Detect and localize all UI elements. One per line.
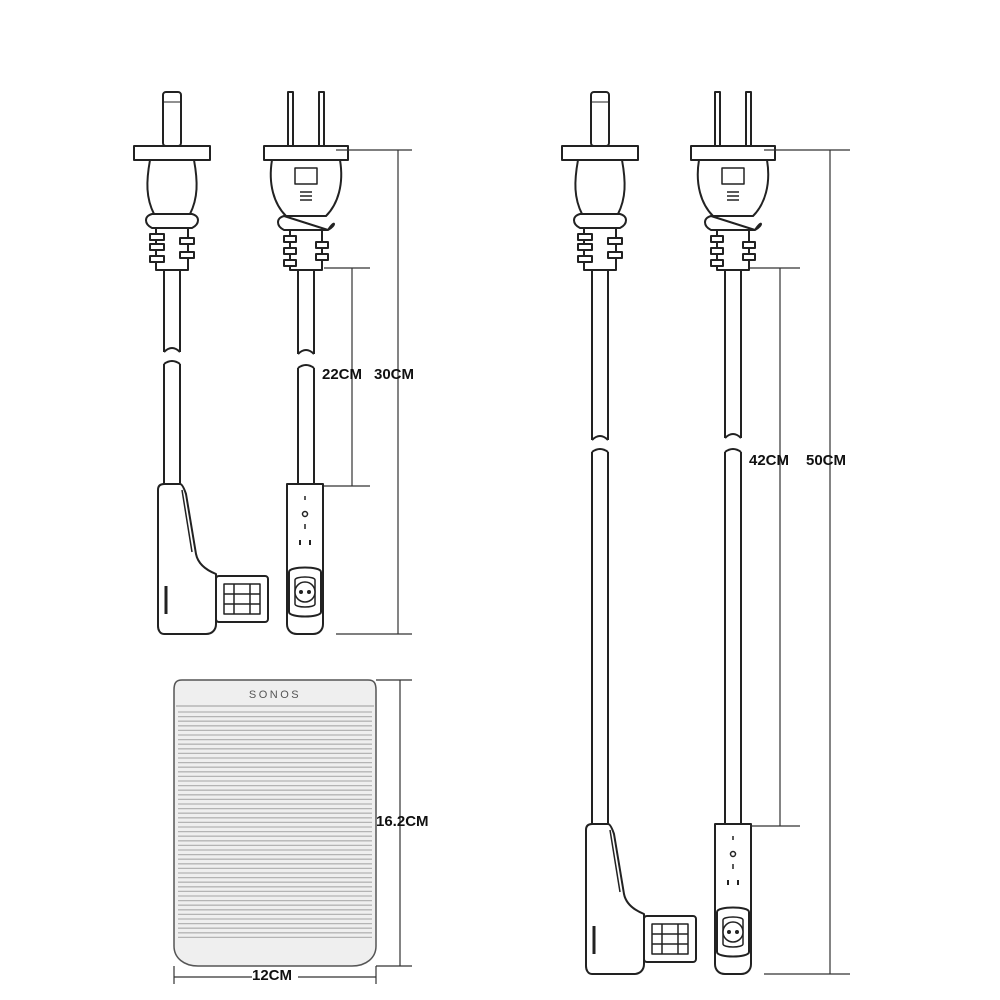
connector-front-icon bbox=[714, 823, 752, 975]
cable-segment-upper bbox=[163, 270, 181, 352]
speaker-grille bbox=[178, 711, 372, 939]
long-cable-dimension-lines bbox=[750, 149, 850, 975]
short-cable-side-view bbox=[133, 91, 270, 636]
short-cable-front-view bbox=[263, 91, 349, 635]
short-cable-dimension-lines bbox=[324, 149, 412, 635]
cable-segment-lower bbox=[297, 368, 315, 484]
cable-segment-lower bbox=[163, 364, 181, 484]
connector-front-icon bbox=[286, 483, 324, 635]
connector-side-icon bbox=[156, 482, 270, 636]
cable-break-mark bbox=[163, 347, 181, 353]
cable-break-mark bbox=[297, 349, 315, 355]
speaker-brand-label: SONOS bbox=[249, 689, 301, 701]
speaker-illustration bbox=[173, 679, 377, 967]
short-cable-inner-length-label: 22CM bbox=[322, 366, 363, 383]
cable-segment-lower bbox=[591, 452, 609, 824]
long-cable-inner-length-label: 42CM bbox=[749, 452, 790, 469]
cable-segment-upper bbox=[297, 270, 315, 354]
long-cable-total-length-label: 50CM bbox=[806, 452, 847, 469]
cable-segment-upper bbox=[724, 270, 742, 438]
cable-segment-lower bbox=[724, 452, 742, 824]
cable-break-mark bbox=[297, 364, 315, 369]
cable-break-mark bbox=[591, 435, 609, 441]
cable-segment-upper bbox=[591, 270, 609, 440]
long-cable-side-view bbox=[561, 91, 698, 976]
plug-front-icon bbox=[690, 91, 776, 271]
cable-break-mark bbox=[163, 360, 181, 365]
plug-side-icon bbox=[561, 91, 639, 271]
cable-break-mark bbox=[724, 433, 742, 439]
plug-front-icon bbox=[263, 91, 349, 271]
cable-break-mark bbox=[591, 448, 609, 453]
long-cable-front-view bbox=[690, 91, 776, 975]
speaker-width-label: 12CM bbox=[252, 967, 293, 984]
plug-side-icon bbox=[133, 91, 211, 271]
cable-break-mark bbox=[724, 448, 742, 453]
short-cable-total-length-label: 30CM bbox=[374, 366, 415, 383]
connector-side-icon bbox=[584, 822, 698, 976]
speaker-dimension-lines bbox=[173, 679, 412, 984]
speaker-height-label: 16.2CM bbox=[376, 813, 429, 830]
